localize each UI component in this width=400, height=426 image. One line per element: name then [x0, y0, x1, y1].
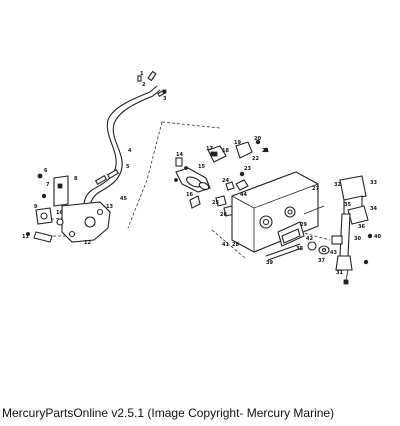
callout-27: 27 [312, 186, 319, 192]
shift-bracket-assembly [25, 173, 111, 243]
callout-30: 30 [354, 236, 361, 242]
callout-24: 24 [222, 178, 229, 184]
callout-17: 17 [206, 146, 213, 152]
callout-15: 15 [198, 164, 205, 170]
callout-37: 37 [318, 258, 325, 264]
callout-19: 19 [234, 140, 241, 146]
callout-1: 1 [140, 71, 144, 77]
callout-10: 10 [56, 210, 63, 216]
callout-14: 14 [176, 152, 183, 158]
callout-32: 32 [334, 182, 341, 188]
callout-25: 25 [212, 200, 219, 206]
callout-43: 43 [330, 250, 337, 256]
callout-39: 39 [266, 260, 273, 266]
callout-6: 6 [44, 168, 48, 174]
image-caption: MercuryPartsOnline v2.5.1 (Image Copyrig… [2, 406, 335, 420]
callout-11: 11 [22, 234, 29, 240]
control-cables [83, 85, 161, 209]
callout-42: 42 [306, 236, 313, 242]
cable-end-fittings [137, 70, 167, 97]
callout-22: 22 [252, 156, 259, 162]
callout-13: 13 [106, 204, 113, 210]
cable-sleeves [94, 169, 120, 185]
callout-26: 26 [220, 212, 227, 218]
callout-8: 8 [74, 176, 78, 182]
callout-7: 7 [46, 182, 50, 188]
callout-23: 23 [244, 166, 251, 172]
neutral-switch-assembly [331, 175, 373, 285]
callout-31: 31 [336, 270, 343, 276]
callout-3: 3 [163, 96, 167, 102]
exploded-parts-diagram: 1 2 3 4 5 6 7 8 9 10 11 12 13 14 15 16 1… [22, 70, 381, 285]
part-callouts: 1 2 3 4 5 6 7 8 9 10 11 12 13 14 15 16 1… [22, 71, 381, 276]
callout-28: 28 [232, 242, 239, 248]
callout-40: 40 [374, 234, 381, 240]
callout-38: 38 [296, 246, 303, 252]
callout-20: 20 [254, 136, 261, 142]
callout-2: 2 [142, 82, 146, 88]
callout-16: 16 [186, 192, 193, 198]
callout-35: 35 [344, 202, 351, 208]
callout-44: 44 [240, 192, 247, 198]
callout-33: 33 [370, 180, 377, 186]
callout-41: 41 [222, 242, 229, 248]
callout-9: 9 [34, 204, 38, 210]
remote-control-housing [231, 171, 325, 253]
callout-36: 36 [358, 224, 365, 230]
callout-29: 29 [300, 222, 307, 228]
callout-4: 4 [128, 148, 132, 154]
callout-12: 12 [84, 240, 91, 246]
callout-34: 34 [370, 206, 377, 212]
throttle-rod [265, 241, 330, 261]
callout-45: 45 [120, 196, 127, 202]
callout-18: 18 [222, 148, 229, 154]
callout-21: 21 [262, 148, 269, 154]
callout-5: 5 [126, 164, 130, 170]
